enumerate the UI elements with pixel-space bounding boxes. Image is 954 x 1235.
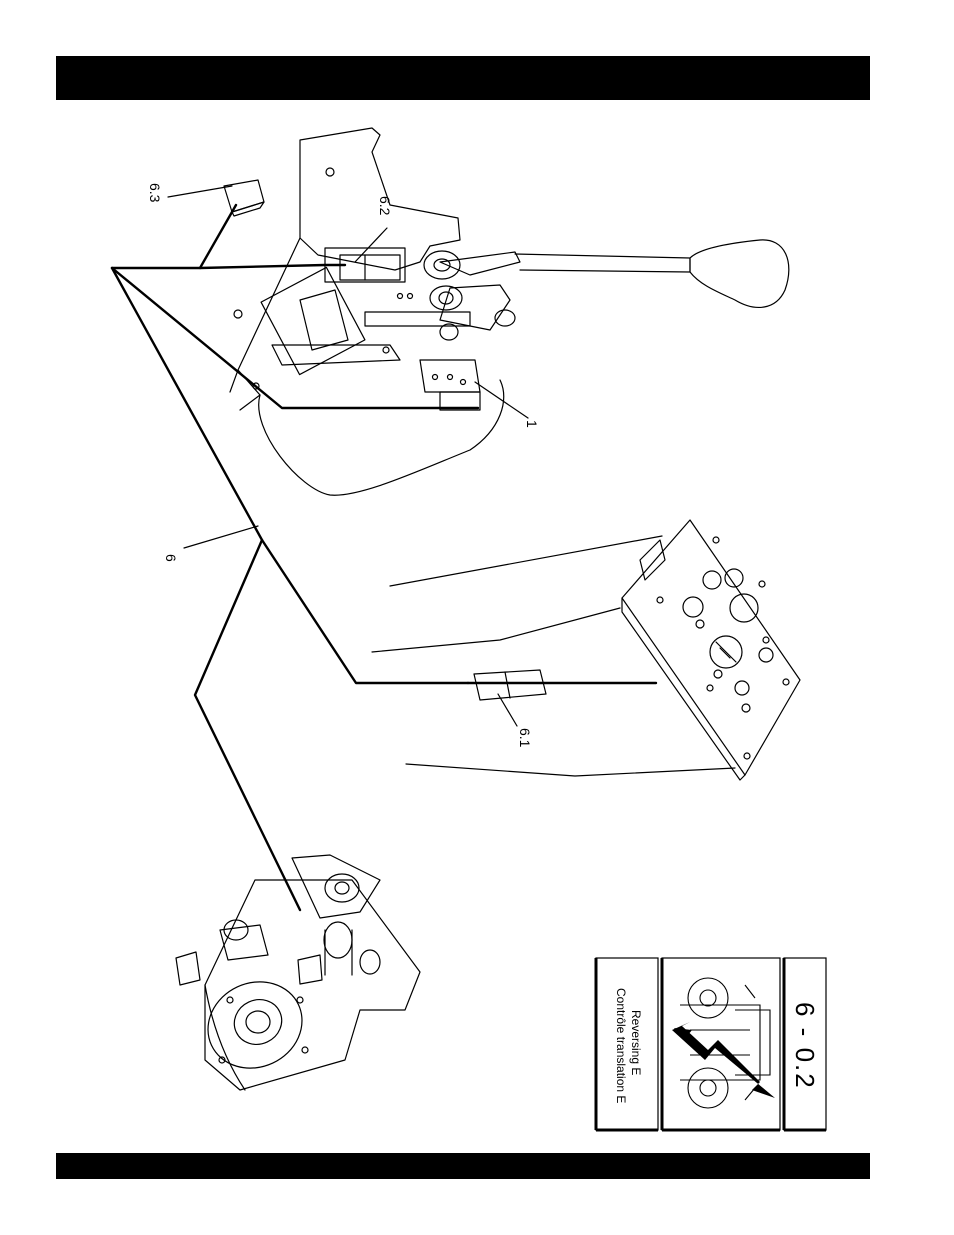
wiring-harness (112, 205, 656, 910)
leader-6-2 (355, 228, 387, 262)
leader-6-3 (168, 186, 232, 197)
leader-6-1 (498, 694, 517, 726)
callout-1: 1 (524, 420, 540, 428)
control-box (622, 520, 800, 780)
control-lever (365, 240, 789, 340)
leader-6 (184, 526, 258, 548)
callout-6-3: 6.3 (147, 183, 163, 203)
hydraulic-pump (176, 855, 420, 1090)
callout-6-2: 6.2 (377, 196, 393, 216)
section-title-en: Reversing E (629, 1010, 643, 1075)
connector-6-1 (474, 670, 546, 700)
connector-6-3 (224, 180, 264, 216)
section-title-fr: Contrôle translation E (614, 988, 628, 1103)
callout-6: 6 (163, 554, 179, 562)
page-number: 6 - 0.2 (790, 1002, 820, 1090)
section-panel: Reversing E Contrôle translation E 6 - 0… (596, 958, 826, 1130)
callout-6-1: 6.1 (517, 728, 533, 748)
micro-switch (420, 360, 480, 410)
